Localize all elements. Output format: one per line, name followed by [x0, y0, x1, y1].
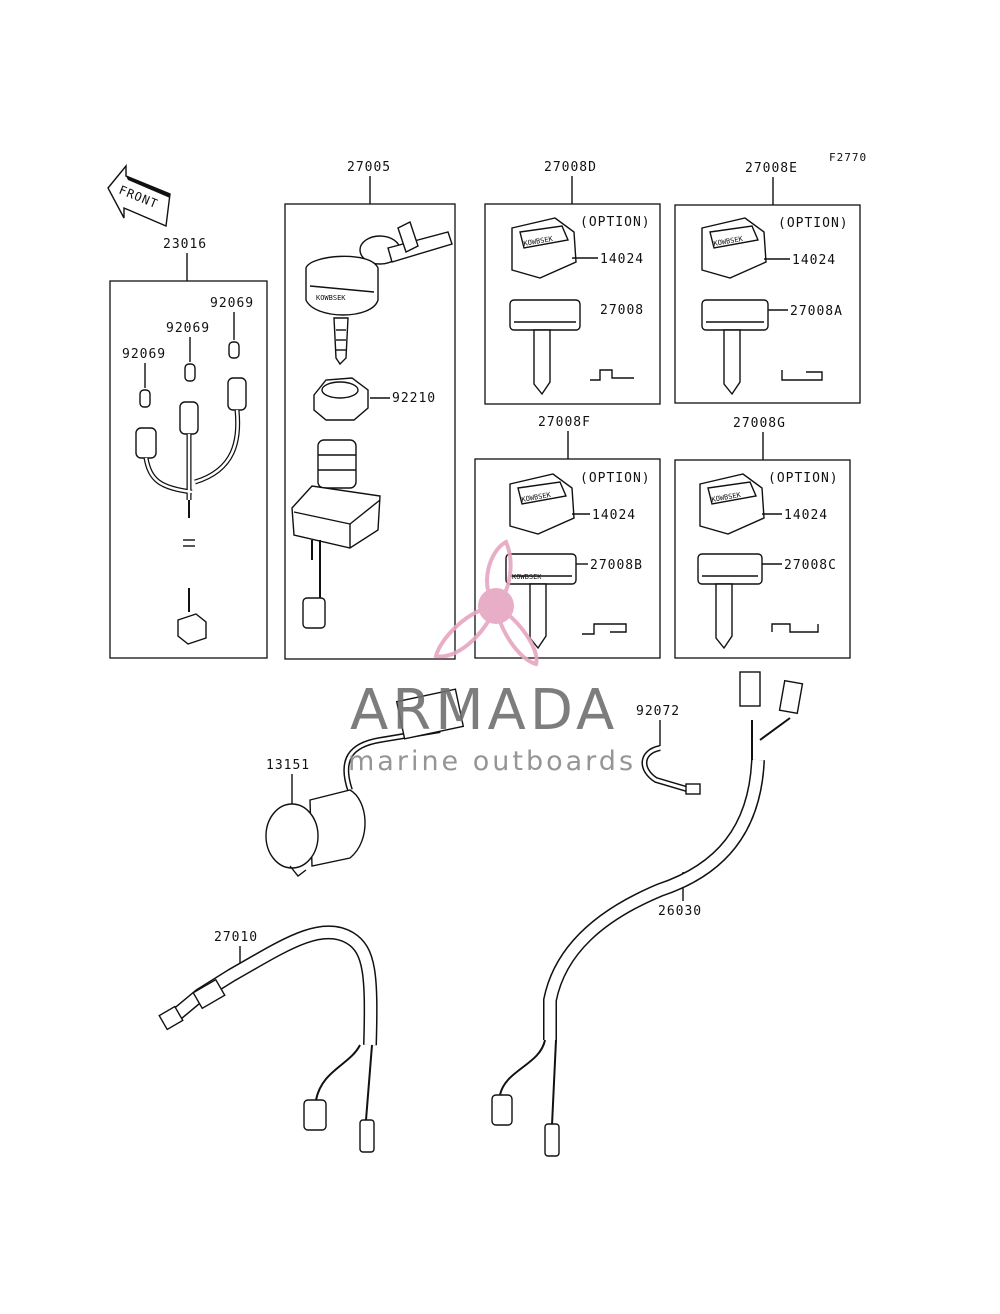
- harness-part: 26030: [491, 671, 804, 1157]
- switch-body-icon: [291, 439, 381, 629]
- key-blade-icon: [697, 553, 819, 650]
- key-blade-icon: [509, 299, 634, 396]
- box-key-set-e: [674, 204, 861, 404]
- key-cap-icon: KOWBSEK: [699, 473, 765, 535]
- key-stamp-ignition: KOWBSEK: [316, 294, 346, 302]
- key-blade-icon: KOWBSEK: [505, 553, 627, 650]
- nut-icon: [313, 377, 369, 421]
- box-key-set-d: [484, 203, 661, 405]
- ref-27008E: 27008E: [745, 161, 798, 176]
- ref-23016: 23016: [163, 237, 207, 252]
- ref-nut: 92210: [392, 391, 436, 406]
- ref-key-cap-f: 14024: [592, 508, 636, 523]
- ref-bulb-3: 92069: [210, 296, 254, 311]
- ref-27005: 27005: [347, 160, 391, 175]
- ref-27008D: 27008D: [544, 160, 597, 175]
- ref-bulb-1: 92069: [122, 347, 166, 362]
- figure-code: F2770: [829, 151, 867, 164]
- key-cap-icon: KOWBSEK: [511, 217, 577, 279]
- group-key-set-e: 27008E (OPTION) KOWBSEK 14024 27008A: [674, 161, 861, 404]
- clamp-part: 92072: [636, 704, 701, 795]
- ref-bulb-2: 92069: [166, 321, 210, 336]
- front-arrow-icon: FRONT: [107, 164, 171, 228]
- option-label-d: (OPTION): [580, 215, 651, 230]
- ref-key-e: 27008A: [790, 304, 843, 319]
- ref-key-cap-d: 14024: [600, 252, 644, 267]
- ref-key-cap-g: 14024: [784, 508, 828, 523]
- box-key-set-f: [474, 458, 661, 659]
- ref-clamp: 92072: [636, 704, 680, 719]
- ref-stop-switch: 27010: [214, 930, 258, 945]
- key-cap-icon: KOWBSEK: [509, 473, 575, 535]
- buzzer-part: 13151: [265, 688, 465, 877]
- key-blade-icon: [701, 299, 823, 396]
- ref-key-cap-e: 14024: [792, 253, 836, 268]
- watermark-tagline: marine outboards: [348, 746, 636, 777]
- box-key-set-g: [674, 459, 851, 659]
- bulb-icon: [139, 341, 240, 408]
- ref-27008G: 27008G: [733, 416, 786, 431]
- ref-key-f: 27008B: [590, 558, 643, 573]
- ignition-key-icon: KOWBSEK: [305, 221, 453, 366]
- group-key-set-g: 27008G (OPTION) KOWBSEK 14024 27008C: [674, 416, 851, 659]
- ref-key-d: 27008: [600, 303, 644, 318]
- group-switch-assy: 23016 92069 92069 92069: [109, 237, 268, 659]
- key-cap-icon: KOWBSEK: [701, 217, 767, 279]
- stop-switch-part: 27010: [158, 925, 378, 1153]
- switch-socket-icon: [135, 377, 247, 645]
- watermark-brand: ARMADA: [350, 678, 618, 743]
- watermark: ARMADA marine outboards: [348, 539, 636, 777]
- box-ignition-switch: [284, 203, 456, 660]
- group-key-set-f: 27008F (OPTION) KOWBSEK 14024 KOWBSEK 27…: [474, 415, 661, 659]
- group-key-set-d: 27008D (OPTION) KOWBSEK 14024 27008: [484, 160, 661, 405]
- key-stamp-f-blade: KOWBSEK: [512, 573, 542, 581]
- group-ignition-switch: 27005 KOWBSEK 92210: [284, 160, 456, 660]
- ref-key-g: 27008C: [784, 558, 837, 573]
- ref-buzzer: 13151: [266, 758, 310, 773]
- box-switch-assy: [109, 280, 268, 659]
- option-label-e: (OPTION): [778, 216, 849, 231]
- ref-harness: 26030: [658, 904, 702, 919]
- option-label-g: (OPTION): [768, 471, 839, 486]
- option-label-f: (OPTION): [580, 471, 651, 486]
- ref-27008F: 27008F: [538, 415, 591, 430]
- propeller-logo-icon: [433, 539, 539, 667]
